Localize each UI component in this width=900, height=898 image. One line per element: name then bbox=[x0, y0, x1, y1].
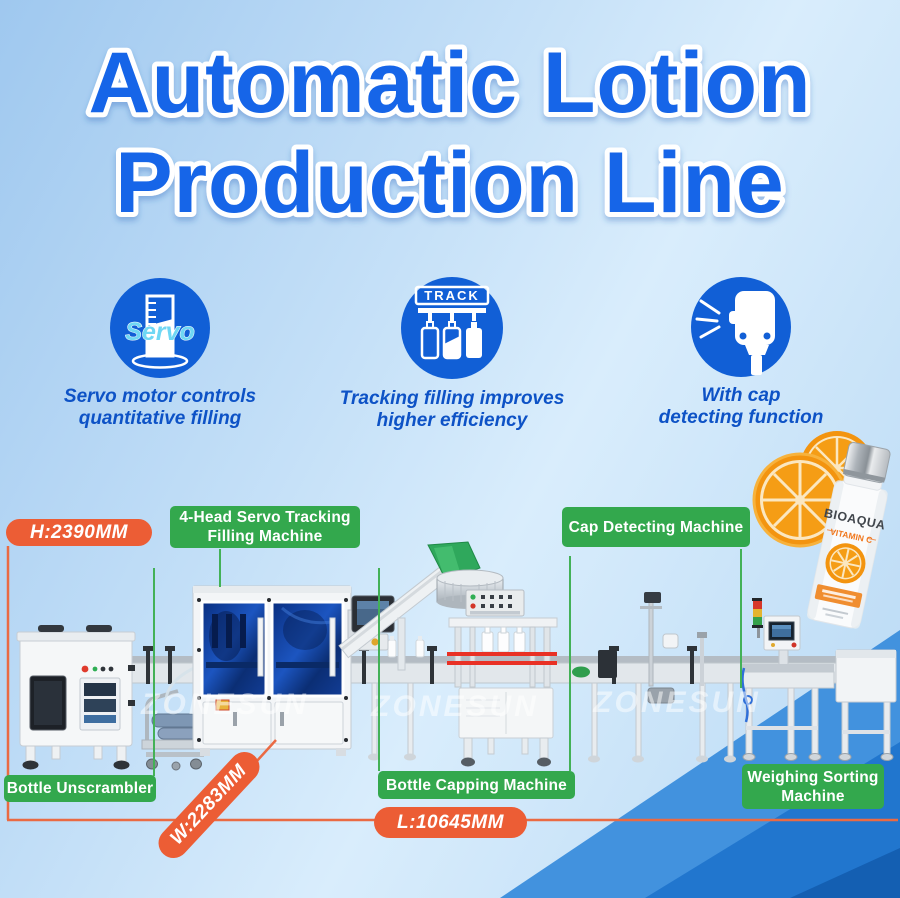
watermark: ZONESUN bbox=[141, 688, 309, 721]
label-filling-machine: 4-Head Servo Tracking Filling Machine bbox=[170, 506, 360, 548]
label-cap-detecting-machine: Cap Detecting Machine bbox=[562, 507, 750, 547]
track-badge-text: TRACK bbox=[424, 288, 480, 303]
servo-cylinder-icon: Servo bbox=[110, 278, 210, 378]
label-bottle-capping-machine: Bottle Capping Machine bbox=[378, 771, 575, 799]
cap-elevator bbox=[338, 541, 481, 671]
feature-servo: Servo Servo motor controls quantitative … bbox=[30, 276, 290, 430]
feature-caption: Servo motor controls quantitative fillin… bbox=[63, 386, 257, 429]
track-filling-icon: TRACK bbox=[401, 277, 503, 379]
machine-filling bbox=[192, 585, 395, 756]
machine-capping bbox=[436, 569, 558, 767]
machine-bottle-unscrambler bbox=[16, 625, 136, 770]
height-dimension-pill: H:2390MM bbox=[6, 519, 152, 546]
feature-cap-detect: With cap detecting function bbox=[611, 275, 871, 429]
machine-weighing bbox=[741, 598, 897, 761]
watermark: ZONESUN bbox=[593, 686, 761, 719]
feature-caption: Tracking filling improves higher efficie… bbox=[339, 388, 565, 431]
label-bottle-unscrambler: Bottle Unscrambler bbox=[4, 775, 156, 802]
page-title: Automatic Lotion Production Line bbox=[83, 30, 815, 236]
watermark: ZONESUN bbox=[371, 690, 539, 723]
title-line-1: Automatic Lotion bbox=[88, 35, 811, 131]
product-bottle: BIOAQUA VITAMIN C bbox=[807, 441, 891, 629]
product-line-name: VITAMIN C bbox=[829, 527, 873, 546]
orange-slice-front bbox=[752, 452, 848, 548]
orange-slice-back bbox=[800, 431, 874, 505]
touchscreen-panel bbox=[347, 595, 395, 651]
feature-caption: With cap detecting function bbox=[658, 385, 824, 428]
servo-badge-text: Servo bbox=[125, 318, 194, 346]
title-line-2: Production Line bbox=[115, 135, 785, 231]
feature-tracking: TRACK Tracking filling improves higher e… bbox=[322, 274, 582, 432]
bottles-on-conveyor bbox=[387, 636, 425, 658]
length-dimension-pill: L:10645MM bbox=[374, 807, 527, 838]
product-brand: BIOAQUA bbox=[823, 506, 887, 533]
label-weighing-sorting-machine: Weighing Sorting Machine bbox=[742, 764, 884, 809]
cap-sensor-icon bbox=[691, 277, 791, 377]
width-dimension-pill: W:2283MM bbox=[152, 745, 266, 865]
